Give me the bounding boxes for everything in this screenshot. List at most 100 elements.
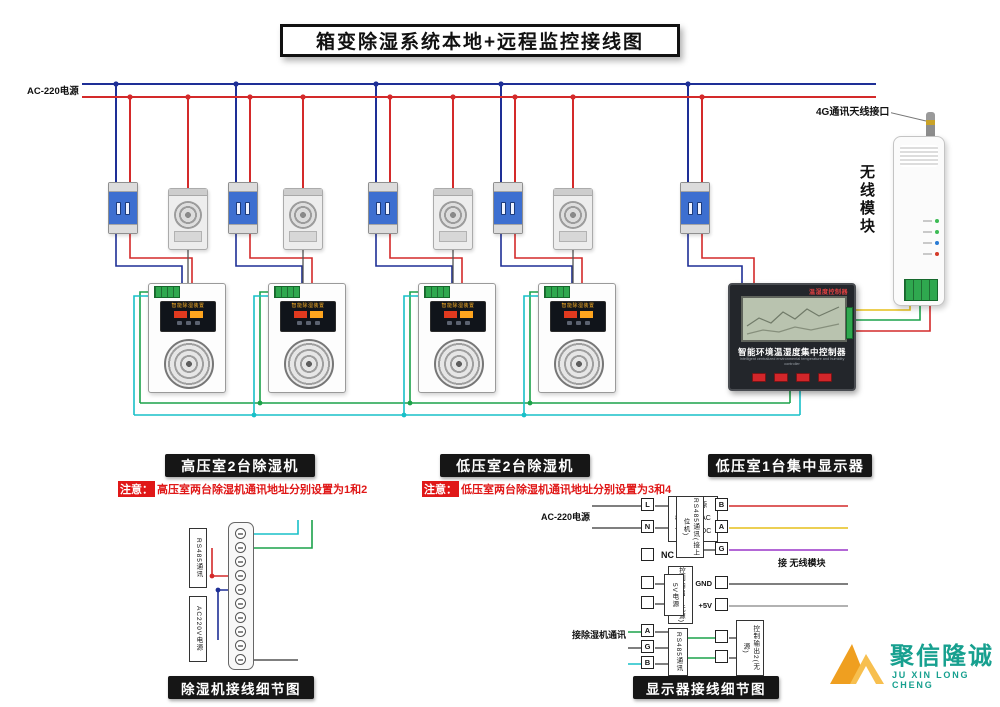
circuit-breaker-4: [493, 182, 523, 234]
terminal-circle: [235, 556, 246, 567]
breaker-terminals-top: [229, 183, 257, 192]
nc-label: NC: [661, 550, 674, 560]
terminal-G: G: [641, 640, 654, 653]
lcd-graph: [746, 306, 840, 335]
power-5v-box: 5V电源: [664, 574, 684, 616]
power-wires-label: AC220V电源: [189, 596, 207, 662]
dehumidifier-comm-label: 接除湿机通讯: [571, 630, 626, 640]
terminal-circle: [235, 654, 246, 665]
fan-bracket: [434, 189, 472, 196]
fan-icon: [559, 201, 587, 229]
fan-grille: [164, 339, 214, 389]
display-buttons: [551, 321, 605, 325]
breaker-terminals-bottom: [229, 224, 257, 233]
breaker-terminals-top: [369, 183, 397, 192]
dehumidifier-panel-label: 智能除湿装置: [441, 303, 475, 309]
dehumidifier-unit-1: 智能除湿装置: [148, 283, 226, 393]
company-logo-mark: [830, 644, 884, 684]
terminal-G-up: G: [715, 542, 728, 555]
fan-device-3: [433, 188, 473, 250]
breaker-terminals-top: [494, 183, 522, 192]
terminal-5V: [715, 598, 728, 611]
display-buttons: [281, 321, 335, 325]
plus5v-label: +5V: [698, 601, 712, 610]
fan-device-2: [283, 188, 323, 250]
breaker-terminals-bottom: [494, 224, 522, 233]
breaker-body: [681, 192, 709, 224]
comm-terminal-block: [424, 286, 450, 298]
terminal-B: B: [641, 656, 654, 669]
dehumidifier-unit-3: 智能除湿装置: [418, 283, 496, 393]
breaker-body: [369, 192, 397, 224]
dehumidifier-display: 智能除湿装置: [430, 301, 486, 332]
dehumidifier-panel-label: 智能除湿装置: [291, 303, 325, 309]
note-tag: 注意：: [118, 481, 155, 497]
terminal-NC: [641, 548, 654, 561]
fan-bracket: [284, 189, 322, 196]
comm-wires-label: RS485通讯: [189, 528, 207, 588]
breaker-body: [229, 192, 257, 224]
circuit-breaker-1: [108, 182, 138, 234]
fan-bracket: [169, 189, 207, 196]
central-controller: 温湿度控制器 智能环境温湿度集中控制器 Intelligent centrali…: [728, 283, 856, 391]
dehumidifier-display: 智能除湿装置: [160, 301, 216, 332]
terminal-A-up: A: [715, 520, 728, 533]
display-buttons: [431, 321, 485, 325]
comm-terminal-block: [274, 286, 300, 298]
dehumidifier-display: 智能除湿装置: [550, 301, 606, 332]
fan-icon: [174, 201, 202, 229]
controller-name: 智能环境温湿度集中控制器: [737, 347, 846, 357]
terminal-circle: [235, 640, 246, 651]
terminal-circle: [235, 528, 246, 539]
display-readout: [161, 311, 215, 318]
fan-base: [289, 231, 317, 242]
note-high-voltage: 注意：高压室两台除湿机通讯地址分别设置为1和2: [118, 481, 367, 497]
terminal-circle: [235, 542, 246, 553]
4g-antenna: [926, 112, 935, 142]
dehumidifier-panel-label: 智能除湿装置: [561, 303, 595, 309]
fan-grille: [284, 339, 334, 389]
wireless-module-label: 无线模块: [858, 164, 875, 236]
terminal-A: A: [641, 624, 654, 637]
terminal-circle: [235, 626, 246, 637]
led-indicator: [935, 252, 939, 256]
terminal-circle: [235, 570, 246, 581]
display-readout: [431, 311, 485, 318]
display-readout: [281, 311, 335, 318]
led-indicator: [935, 241, 939, 245]
dehumidifier-unit-2: 智能除湿装置: [268, 283, 346, 393]
terminal-output2-a: [715, 630, 728, 643]
terminal-output1-a: [641, 576, 654, 589]
fan-icon: [439, 201, 467, 229]
terminal-L: L: [641, 498, 654, 511]
note-text: 低压室两台除湿机通讯地址分别设置为3和4: [461, 484, 672, 496]
note-low-voltage: 注意：低压室两台除湿机通讯地址分别设置为3和4: [422, 481, 671, 497]
gnd-label: GND: [695, 579, 712, 588]
caption-dehumidifier-detail: 除湿机接线细节图: [168, 676, 314, 699]
controller-brand-label: 温湿度控制器: [808, 290, 848, 296]
fan-base: [174, 231, 202, 242]
fan-grille: [554, 339, 604, 389]
fan-base: [559, 231, 587, 242]
module-heatsink: [900, 145, 938, 167]
circuit-breaker-2: [228, 182, 258, 234]
terminal-B-up: B: [715, 498, 728, 511]
terminal-output1-b: [641, 596, 654, 609]
caption-display-detail: 显示器接线细节图: [633, 676, 779, 699]
fan-grille: [434, 339, 484, 389]
breaker-terminals-bottom: [681, 224, 709, 233]
fan-icon: [289, 201, 317, 229]
note-tag: 注意：: [422, 481, 459, 497]
display-buttons: [161, 321, 215, 325]
fan-device-4: [553, 188, 593, 250]
terminal-N: N: [641, 520, 654, 533]
fan-base: [439, 231, 467, 242]
controller-terminal-block: [846, 307, 853, 339]
circuit-breaker-5: [680, 182, 710, 234]
terminal-circle: [235, 598, 246, 609]
section-label-display-room: 低压室1台集中显示器: [708, 454, 872, 477]
control-output2-box: 控制输出2(无源): [736, 620, 764, 676]
wireless-module: [893, 136, 945, 306]
note-text: 高压室两台除湿机通讯地址分别设置为1和2: [157, 484, 368, 496]
fan-device-1: [168, 188, 208, 250]
